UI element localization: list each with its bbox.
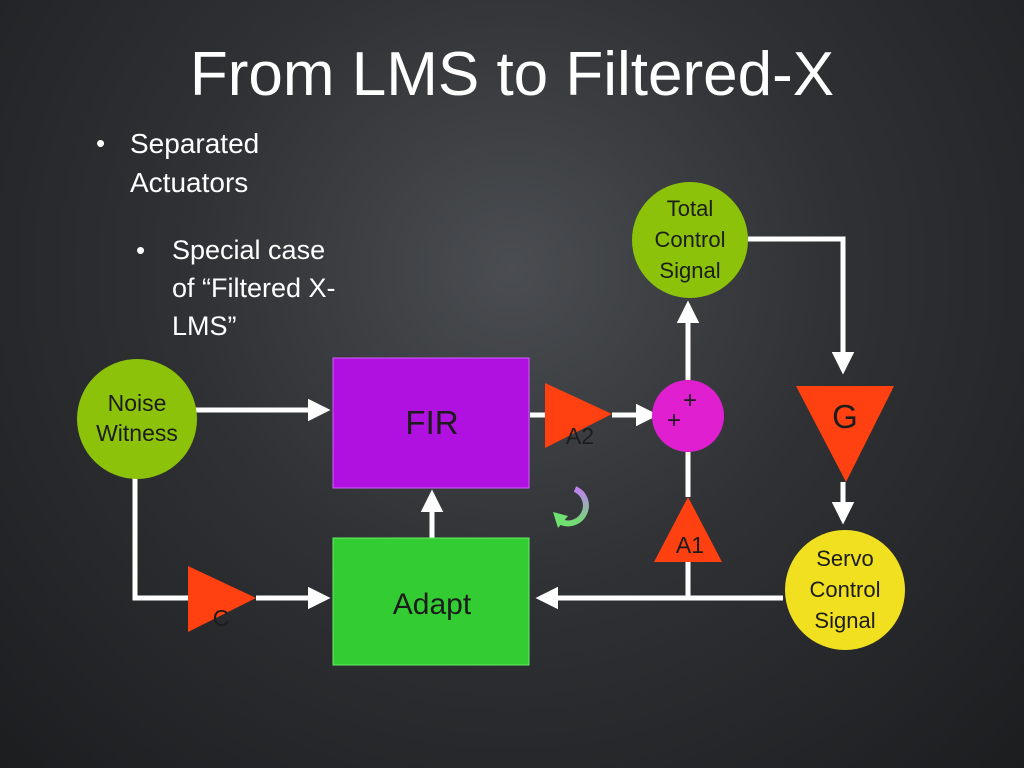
rotate-arrow-icon	[553, 486, 589, 528]
total-control-label: Signal	[659, 258, 720, 283]
a1-gain-triangle: A1	[654, 497, 722, 562]
c-label: C	[213, 605, 230, 631]
noise-witness-label: Witness	[96, 420, 178, 446]
fir-label: FIR	[405, 404, 458, 441]
bullet-dot-icon: •	[136, 235, 146, 265]
total-control-signal-node: Total Control Signal	[632, 182, 748, 298]
bullet-dot-icon: •	[96, 128, 106, 158]
bullet-special-case: • Special case of “Filtered X- LMS”	[136, 231, 392, 345]
bullet-line: Actuators	[130, 167, 249, 198]
bullet-separated-actuators: • Separated Actuators	[96, 124, 390, 202]
servo-control-label: Signal	[814, 608, 875, 633]
fir-block: FIR	[332, 357, 530, 489]
connector-a1-to-adapt	[535, 560, 691, 610]
a2-gain-triangle: A2	[545, 383, 612, 449]
servo-control-label: Control	[810, 577, 881, 602]
bullet-line: of “Filtered X-	[172, 273, 336, 303]
noise-witness-label: Noise	[108, 390, 167, 416]
connector-total-to-g	[748, 236, 855, 375]
adapt-block: Adapt	[332, 537, 530, 666]
noise-witness-node: Noise Witness	[77, 359, 197, 479]
summing-junction: + +	[652, 380, 724, 452]
a1-label: A1	[676, 532, 704, 558]
total-control-label: Total	[667, 196, 713, 221]
plus-sign-top: +	[683, 387, 697, 414]
c-filter-triangle: C	[188, 566, 256, 632]
a2-label: A2	[566, 423, 594, 449]
bullet-line: Separated	[130, 128, 260, 159]
adapt-label: Adapt	[393, 588, 472, 621]
servo-control-signal-node: Servo Control Signal	[785, 530, 905, 650]
bullet-line: LMS”	[172, 311, 237, 341]
g-label: G	[832, 398, 858, 435]
plus-sign-left: +	[667, 407, 681, 434]
g-plant-triangle: G	[796, 386, 894, 482]
servo-control-label: Servo	[816, 546, 873, 571]
connector-witness-to-c	[132, 478, 192, 601]
bullet-line: Special case	[172, 235, 326, 265]
total-control-label: Control	[655, 227, 726, 252]
slide-title: From LMS to Filtered-X	[189, 40, 835, 109]
connector-lines	[132, 236, 855, 610]
